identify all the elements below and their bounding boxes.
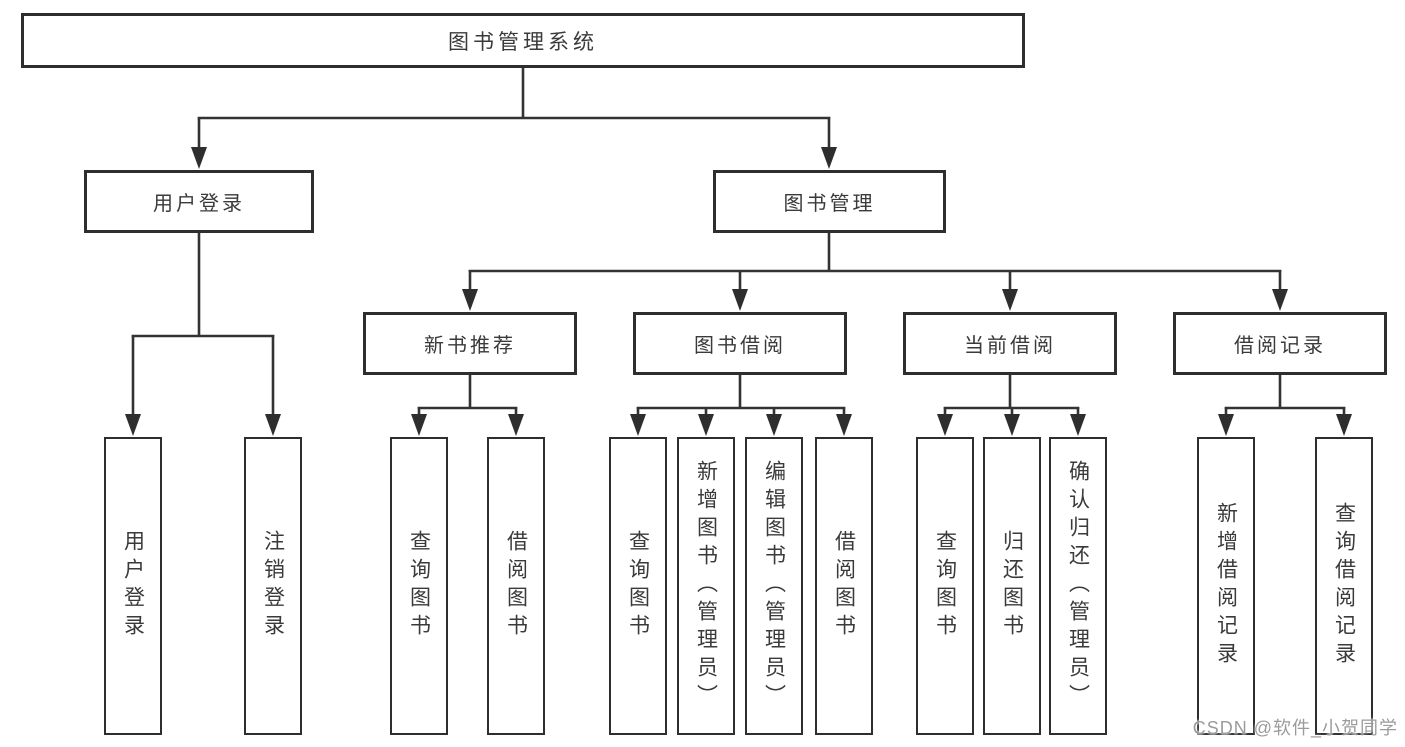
node-user-login: 用户登录: [84, 170, 314, 233]
csdn-watermark: CSDN @软件_小贺同学: [1192, 718, 1398, 738]
leaf-query-books-borrow-label: 查询图书: [626, 530, 650, 642]
node-library-system-label: 图书管理系统: [448, 30, 598, 54]
leaf-query-books-current-label: 查询图书: [933, 530, 957, 642]
node-book-borrowing-label: 图书借阅: [694, 335, 786, 357]
leaf-add-book-admin-label: 新增图书（管理员）: [694, 460, 718, 712]
leaf-add-book-admin: 新增图书（管理员）: [677, 437, 735, 735]
leaf-add-borrow-record: 新增借阅记录: [1197, 437, 1255, 735]
leaf-return-book: 归还图书: [983, 437, 1041, 735]
node-new-book-recommend-label: 新书推荐: [424, 335, 516, 357]
node-borrowing-records-label: 借阅记录: [1234, 335, 1326, 357]
leaf-borrow-books-borrow-label: 借阅图书: [832, 530, 856, 642]
leaf-borrow-books-recommend-label: 借阅图书: [504, 530, 528, 642]
leaf-borrow-books-recommend: 借阅图书: [487, 437, 545, 735]
node-current-borrowing-label: 当前借阅: [964, 335, 1056, 357]
leaf-query-books-recommend: 查询图书: [390, 437, 448, 735]
node-book-management-label: 图书管理: [783, 193, 876, 215]
leaf-user-login-label: 用户登录: [121, 530, 145, 642]
leaf-query-books-borrow: 查询图书: [609, 437, 667, 735]
leaf-query-books-current: 查询图书: [916, 437, 974, 735]
node-borrowing-records: 借阅记录: [1173, 312, 1387, 375]
node-current-borrowing: 当前借阅: [903, 312, 1117, 375]
leaf-confirm-return-admin-label: 确认归还（管理员）: [1066, 460, 1090, 712]
node-book-management: 图书管理: [713, 170, 946, 233]
leaf-confirm-return-admin: 确认归还（管理员）: [1049, 437, 1107, 735]
leaf-logout: 注销登录: [244, 437, 302, 735]
node-user-login-label: 用户登录: [153, 193, 245, 215]
leaf-edit-book-admin: 编辑图书（管理员）: [745, 437, 803, 735]
leaf-logout-label: 注销登录: [261, 530, 285, 642]
node-library-system: 图书管理系统: [21, 13, 1025, 68]
node-book-borrowing: 图书借阅: [633, 312, 847, 375]
leaf-query-borrow-record-label: 查询借阅记录: [1332, 502, 1356, 670]
node-new-book-recommend: 新书推荐: [363, 312, 577, 375]
leaf-borrow-books-borrow: 借阅图书: [815, 437, 873, 735]
leaf-query-borrow-record: 查询借阅记录: [1315, 437, 1373, 735]
leaf-add-borrow-record-label: 新增借阅记录: [1214, 502, 1238, 670]
leaf-query-books-recommend-label: 查询图书: [407, 530, 431, 642]
leaf-return-book-label: 归还图书: [1000, 530, 1024, 642]
leaf-user-login: 用户登录: [104, 437, 162, 735]
leaf-edit-book-admin-label: 编辑图书（管理员）: [762, 460, 786, 712]
